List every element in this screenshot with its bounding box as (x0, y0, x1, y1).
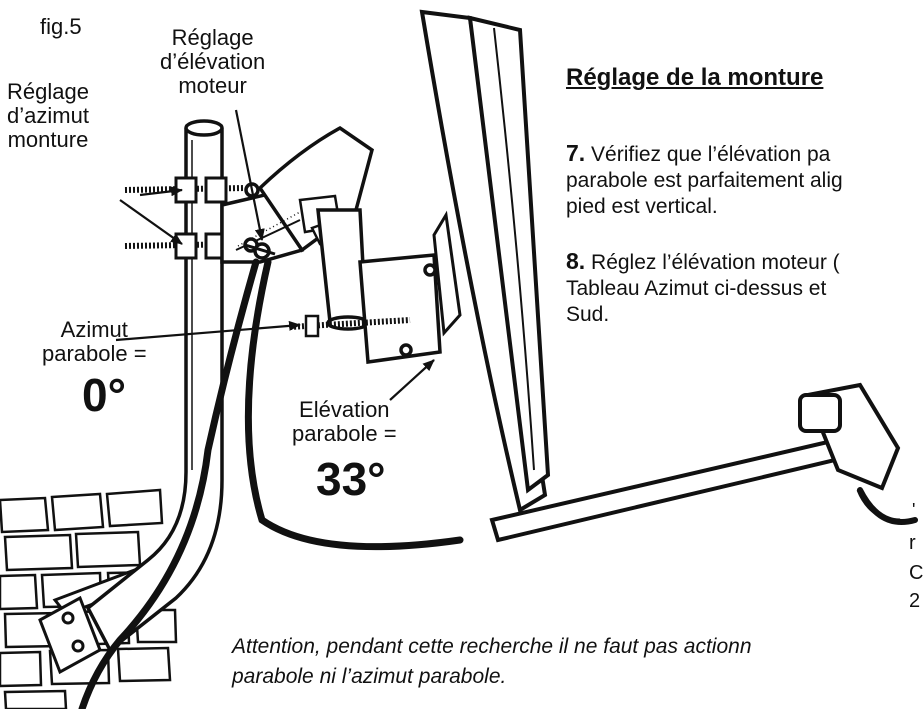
satellite-dish-rim (419, 9, 551, 514)
edge-fragment: r (909, 532, 916, 554)
elevation-motor-label: Réglage d’élévation moteur (160, 25, 266, 98)
step-7-text: 7. Vérifiez que l’élévation pa parabole … (566, 140, 843, 218)
edge-fragment: 2 (909, 590, 921, 612)
coax-cables (78, 258, 918, 709)
azimuth-dish-label: Azimut parabole = (42, 317, 147, 366)
azimuth-dish-value: 0° (82, 369, 126, 421)
leader-arrows (115, 109, 435, 401)
warning-note: Attention, pendant cette recherche il ne… (232, 635, 752, 688)
azimuth-mount-label: Réglage d’azimut monture (7, 79, 89, 152)
step-8-text: 8. Réglez l’élévation moteur ( Tableau A… (566, 248, 840, 326)
section-title: Réglage de la monture (566, 64, 824, 91)
edge-fragment: ' (912, 500, 916, 520)
edge-fragment: C (909, 562, 923, 584)
elevation-dish-value: 33° (316, 453, 386, 505)
figure-label: fig.5 (40, 14, 82, 39)
azimuth-clamps (124, 176, 246, 260)
elevation-dish-label: Elévation parabole = (292, 397, 397, 446)
lnb-arm (489, 382, 901, 543)
motor-arm (289, 208, 442, 364)
